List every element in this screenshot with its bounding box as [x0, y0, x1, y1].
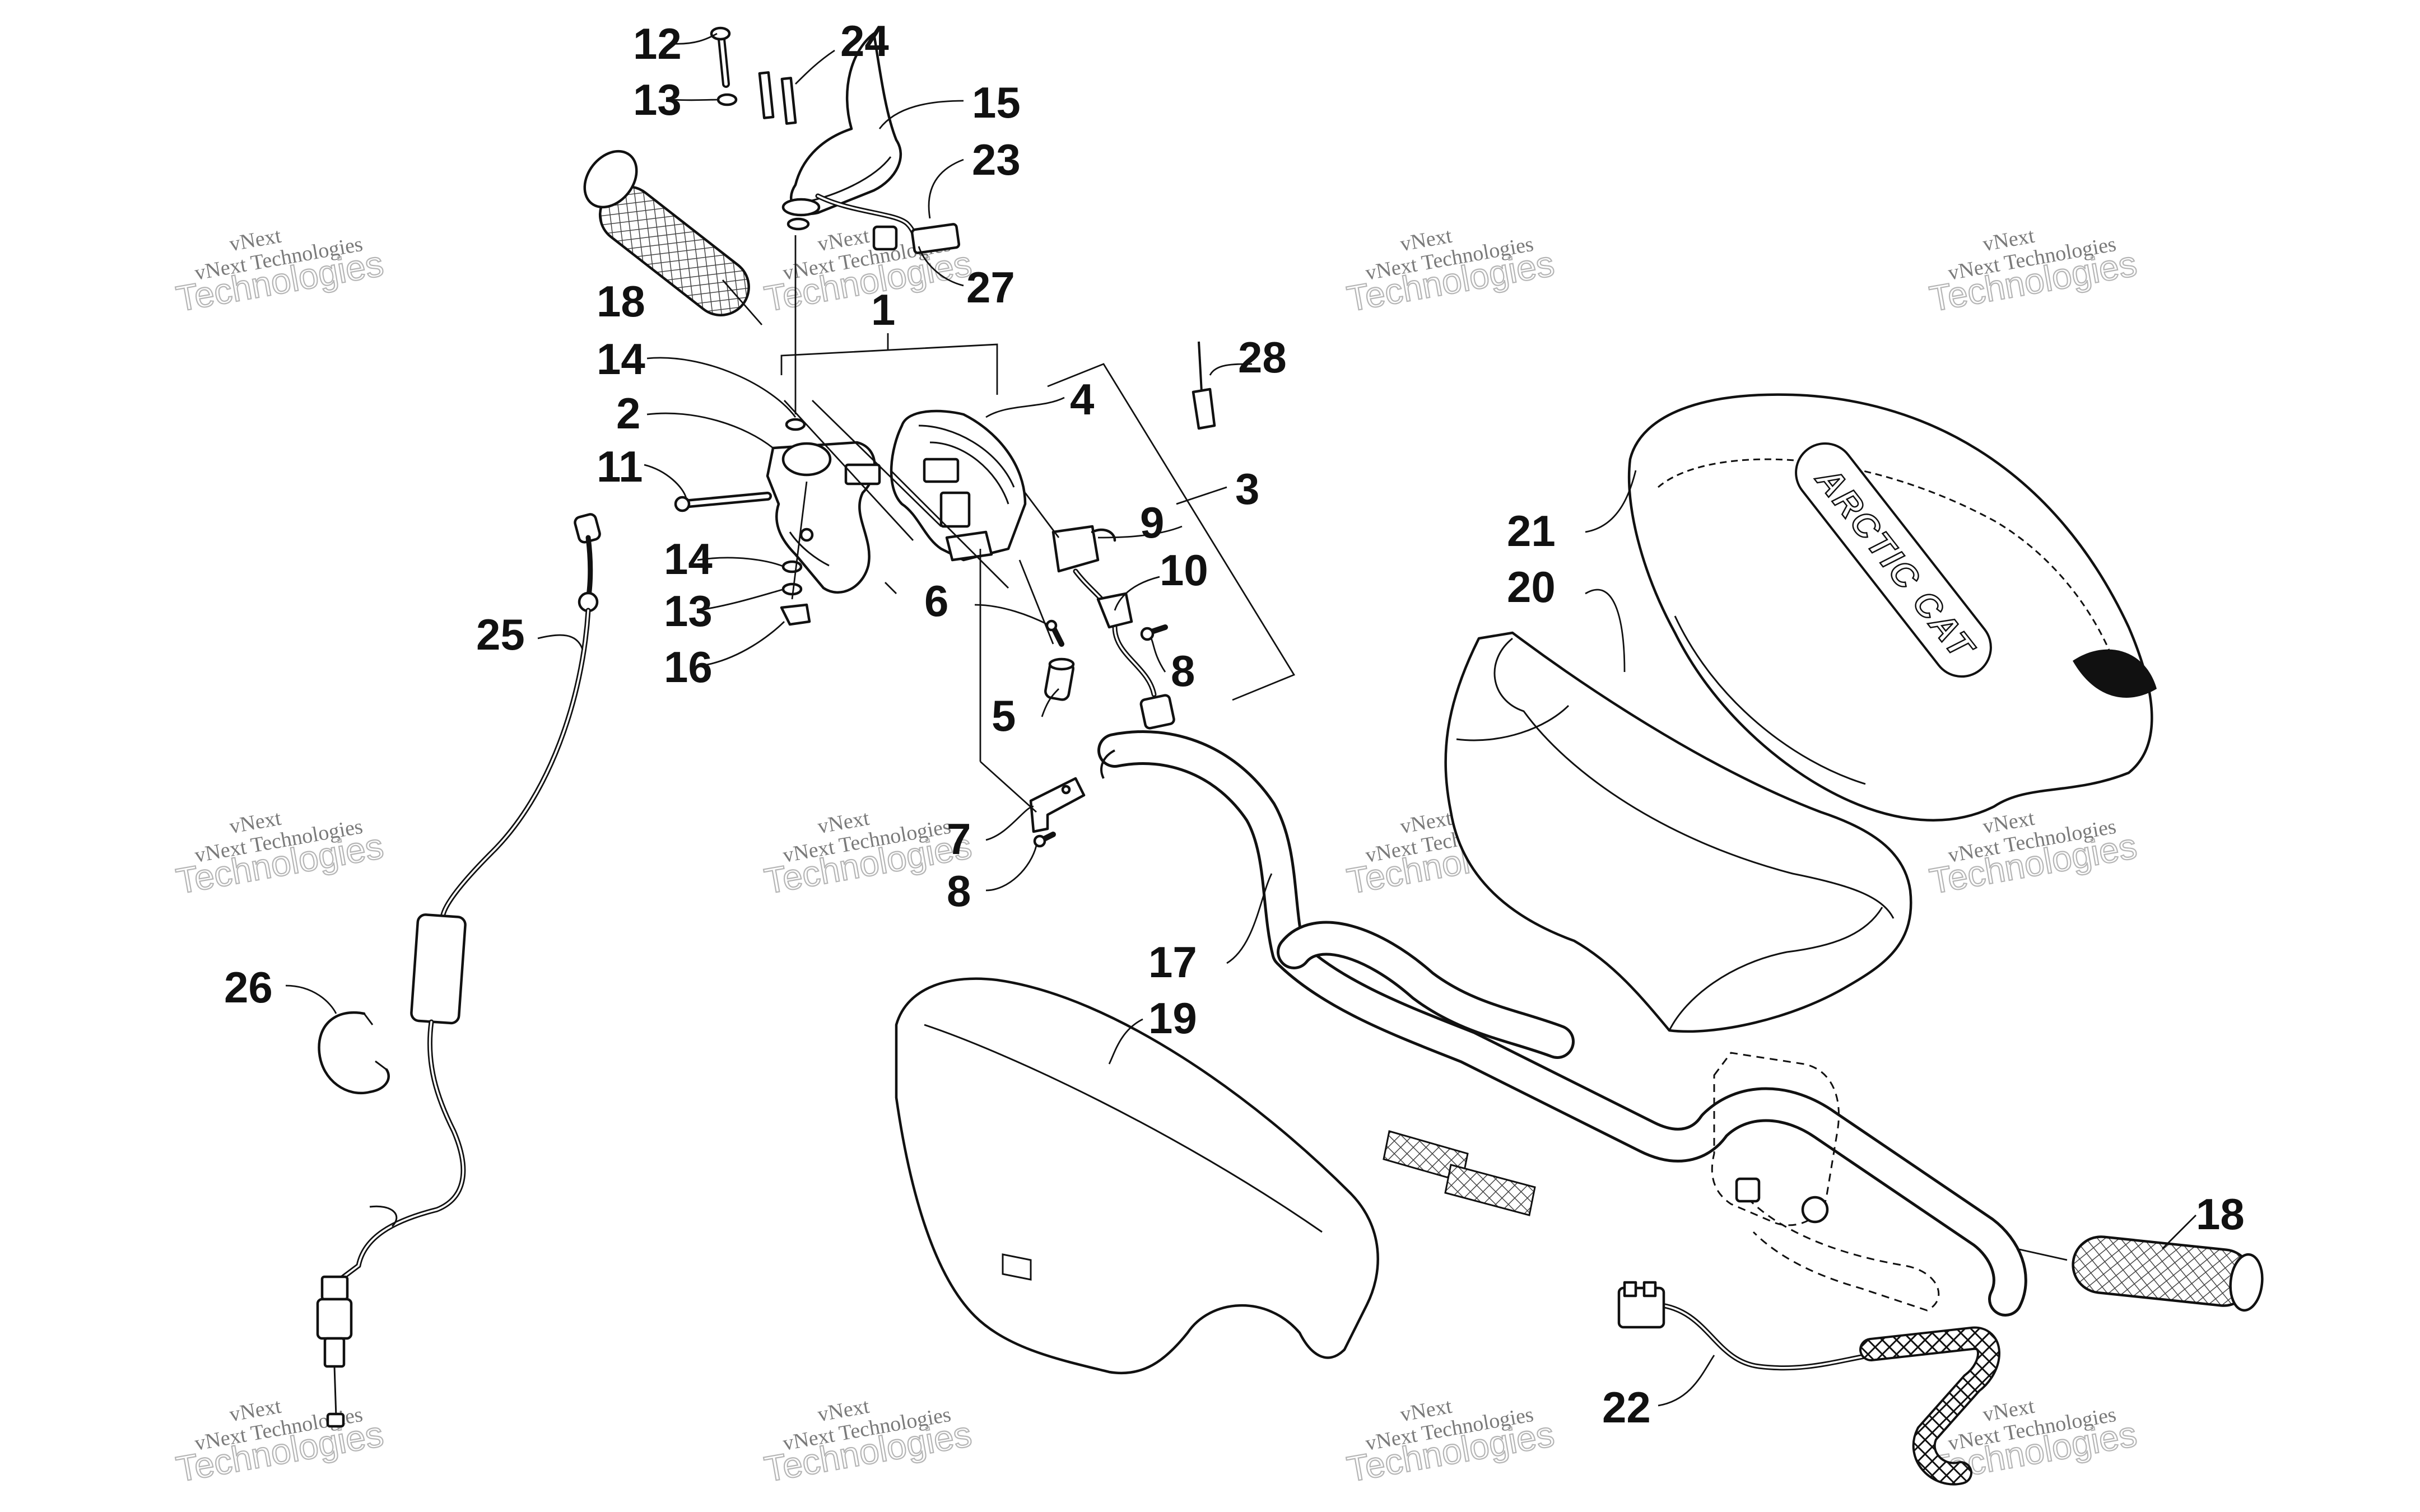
assembly-brackets — [722, 279, 2068, 1261]
callout-4: 4 — [1070, 375, 1094, 424]
watermark: vNext vNext Technologies Technologies — [1926, 224, 2140, 320]
callout-26: 26 — [224, 963, 273, 1012]
watermark: vNext vNext Technologies Technologies — [1343, 224, 1558, 320]
cable-clamp-part — [318, 1011, 390, 1095]
callout-7: 7 — [947, 814, 971, 864]
callout-14-lower: 14 — [664, 534, 713, 584]
callout-2: 2 — [616, 389, 640, 438]
bracket-screw-part — [1033, 832, 1056, 848]
watermark: vNext vNext Technologies Technologies — [173, 224, 387, 320]
watermark: vNext vNext Technologies Technologies — [173, 806, 387, 902]
throttle-housing-part — [766, 418, 881, 594]
callout-25: 25 — [476, 610, 525, 659]
callout-27: 27 — [966, 263, 1015, 312]
bracket-part — [1029, 777, 1086, 833]
callout-6: 6 — [924, 576, 948, 626]
callout-8-lower: 8 — [947, 866, 971, 916]
callout-12: 12 — [633, 19, 682, 68]
lever-bolt-part — [710, 26, 738, 106]
watermark: vNext vNext Technologies Technologies — [1343, 1394, 1558, 1490]
switch-screw-part — [1140, 624, 1168, 641]
spring-pin-part — [1192, 341, 1216, 430]
callout-11: 11 — [597, 442, 643, 491]
throttle-lever-part — [781, 32, 902, 231]
watermark: vNext vNext Technologies Technologies — [761, 1394, 975, 1490]
callout-16: 16 — [664, 642, 713, 692]
callout-10: 10 — [1160, 545, 1208, 595]
callout-5: 5 — [992, 691, 1016, 740]
switch-part — [1051, 525, 1175, 730]
callout-14: 14 — [597, 334, 645, 384]
handlebar-pad-part: ARCTIC CAT — [1627, 393, 2157, 822]
handlebar-tube-part — [1097, 730, 2027, 1317]
callout-13-lower: 13 — [664, 586, 713, 636]
callout-21: 21 — [1507, 506, 1556, 556]
callout-1: 1 — [871, 285, 895, 334]
plunger-part — [1044, 657, 1075, 701]
callout-22: 22 — [1602, 1383, 1651, 1432]
callout-15: 15 — [972, 78, 1021, 127]
callout-leaders — [285, 32, 2196, 1407]
throttle-cable-part — [316, 513, 601, 1428]
callout-20: 20 — [1507, 562, 1556, 612]
plunger-screw-part — [1045, 619, 1064, 647]
watermark: vNext vNext Technologies Technologies — [761, 224, 975, 320]
handlebar-cover-front-part — [895, 977, 1379, 1375]
callout-3: 3 — [1235, 464, 1259, 514]
callout-8: 8 — [1171, 646, 1195, 696]
e-clip-part — [758, 71, 797, 125]
throttle-switch-harness-part — [815, 193, 961, 254]
callout-23: 23 — [972, 135, 1021, 184]
right-grip-part — [2072, 1235, 2264, 1312]
brake-master-cylinder-part — [1711, 1052, 1940, 1312]
callout-18-right: 18 — [2196, 1189, 2245, 1239]
handlebar-cover-rear-part — [1444, 631, 1912, 1033]
callout-19: 19 — [1148, 993, 1197, 1043]
watermark: vNext vNext Technologies Technologies — [173, 1394, 387, 1490]
watermark: vNext vNext Technologies Technologies — [761, 806, 975, 902]
callout-24: 24 — [840, 16, 889, 66]
callout-9: 9 — [1140, 498, 1164, 547]
callout-17: 17 — [1148, 937, 1197, 987]
housing-screw-part — [674, 492, 772, 512]
heater-harness-part — [1617, 1281, 2000, 1486]
switch-housing-part — [890, 409, 1027, 562]
left-grip-part — [583, 150, 750, 316]
callouts: 12 13 24 15 23 27 18 1 14 2 11 14 13 16 … — [224, 16, 2245, 1432]
callout-28: 28 — [1238, 333, 1287, 382]
callout-18-left: 18 — [597, 277, 645, 326]
callout-13: 13 — [633, 75, 682, 124]
